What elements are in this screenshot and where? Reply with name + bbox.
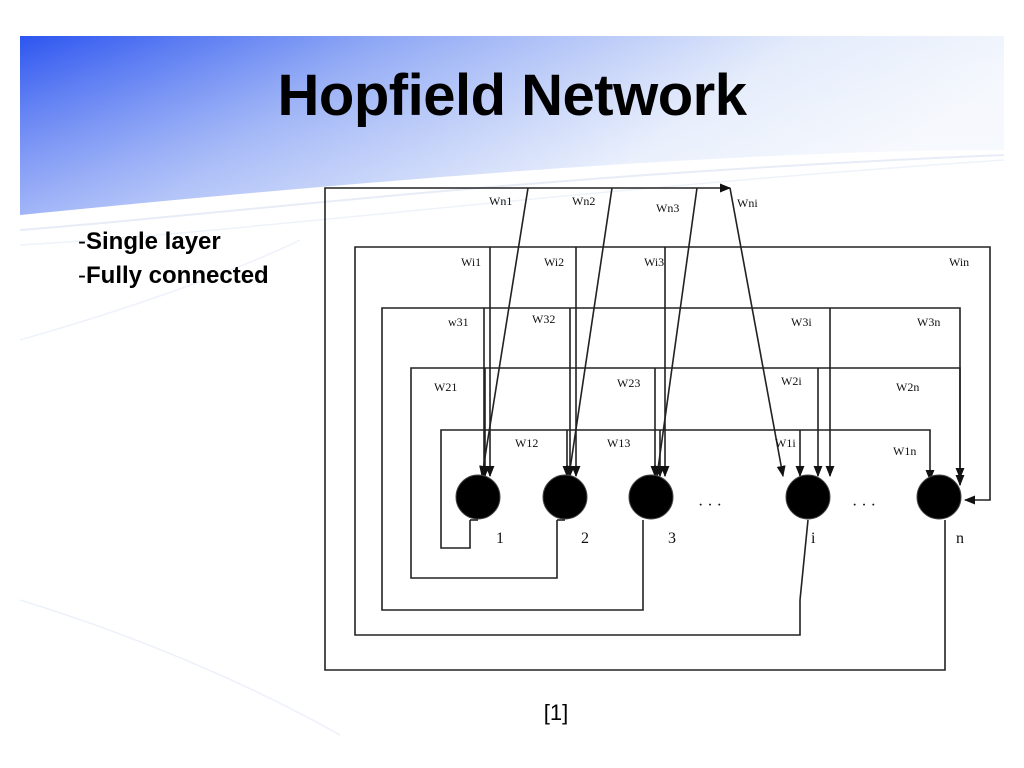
weight-label: Wni bbox=[737, 196, 758, 210]
loop-line-1 bbox=[440, 429, 935, 549]
weight-label: W23 bbox=[617, 376, 640, 390]
loop-line-2 bbox=[410, 367, 965, 579]
slide-title: Hopfield Network bbox=[277, 63, 747, 128]
diag-wn1 bbox=[479, 187, 529, 478]
weight-label: Win bbox=[949, 255, 969, 269]
weight-label: Wn3 bbox=[656, 201, 679, 215]
weight-label: W2i bbox=[781, 374, 802, 388]
weight-label: Wn1 bbox=[489, 194, 512, 208]
diag-wni bbox=[729, 187, 786, 478]
neuron-i bbox=[785, 474, 831, 520]
output-i bbox=[799, 519, 809, 601]
weight-label: Wi1 bbox=[461, 255, 481, 269]
diag-wn2 bbox=[566, 187, 613, 478]
ellipsis-right: · · · bbox=[852, 497, 876, 514]
ellipsis-left: · · · bbox=[698, 497, 722, 514]
neuron-1 bbox=[455, 474, 501, 520]
neuron-n bbox=[916, 474, 962, 520]
weight-labels: Wn1 Wn2 Wn3 Wni Wi1 Wi2 Wi3 Win w31 W32 … bbox=[434, 194, 969, 458]
diag-wn3 bbox=[653, 187, 698, 478]
neuron-2 bbox=[542, 474, 588, 520]
weight-label: Wi3 bbox=[644, 255, 664, 269]
loop-line-3 bbox=[381, 307, 965, 611]
neuron-label-i: i bbox=[811, 530, 816, 547]
bullet-item: -Fully connected bbox=[78, 262, 269, 289]
bullet-list: -Single layer -Fully connected bbox=[78, 225, 269, 293]
neuron-label-n: n bbox=[956, 530, 964, 547]
weight-label: W1n bbox=[893, 444, 916, 458]
weight-label: w31 bbox=[448, 315, 469, 329]
citation-reference: [1] bbox=[543, 700, 569, 725]
weight-label: W3n bbox=[917, 315, 940, 329]
neuron-label-2: 2 bbox=[581, 530, 589, 547]
weight-label: W3i bbox=[791, 315, 812, 329]
weight-label: W12 bbox=[515, 436, 538, 450]
bullet-item: -Single layer bbox=[78, 228, 221, 255]
loop-line-i bbox=[354, 246, 991, 636]
weight-label: Wn2 bbox=[572, 194, 595, 208]
neuron-label-1: 1 bbox=[496, 530, 504, 547]
neuron-label-3: 3 bbox=[668, 530, 676, 547]
loop-line-n bbox=[324, 183, 946, 671]
weight-label: W1i bbox=[775, 436, 796, 450]
neuron-3 bbox=[628, 474, 674, 520]
weight-label: Wi2 bbox=[544, 255, 564, 269]
weight-label: W13 bbox=[607, 436, 630, 450]
weight-label: W21 bbox=[434, 380, 457, 394]
weight-label: W32 bbox=[532, 312, 555, 326]
weight-label: W2n bbox=[896, 380, 919, 394]
connection-lines bbox=[324, 183, 991, 671]
